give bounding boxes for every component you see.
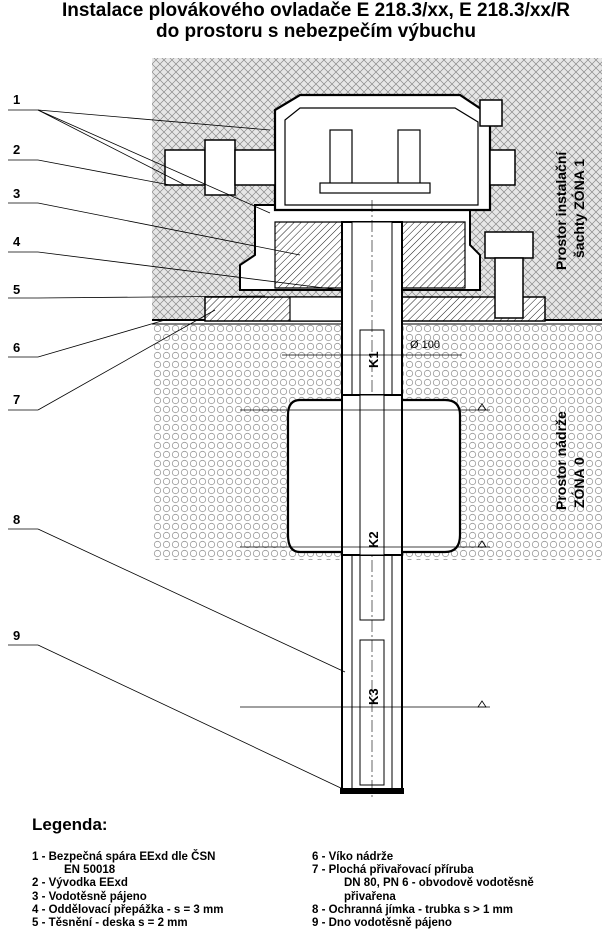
legend-left-column: 1 - Bezpečná spára EExd dle ČSN EN 50018… (32, 851, 292, 930)
legend-item-6: 6 - Víko nádrže (312, 851, 394, 863)
title-line-1: Instalace plovákového ovladače E 218.3/x… (61, 0, 570, 21)
svg-text:Ø 100: Ø 100 (410, 339, 440, 351)
callout-4: 4 (13, 234, 21, 249)
installation-drawing: Ø 100 K1 K2 K3 Prostor instalační šachty… (8, 58, 602, 800)
legend-item-5: 5 - Těsnění - deska s = 2 mm (32, 917, 188, 930)
legend-item-1: 1 - Bezpečná spára EExd dle ČSN (32, 851, 216, 863)
legend-right-column: 6 - Víko nádrže 7 - Plochá přivařovací p… (312, 851, 602, 930)
level-markers (240, 403, 490, 708)
zone-shaft-label: Prostor instalační šachty ZÓNA 1 (553, 151, 587, 270)
svg-text:ZÓNA 0: ZÓNA 0 (570, 457, 587, 508)
callout-7: 7 (13, 392, 20, 407)
legend-item-4: 4 - Oddělovací přepážka - s = 3 mm (32, 903, 224, 916)
legend-heading: Legenda: (32, 815, 108, 834)
title-line-2: do prostoru s nebezpečím výbuchu (156, 21, 476, 42)
contact-k1: K1 (366, 351, 381, 368)
contact-k3: K3 (366, 688, 381, 705)
svg-text:Prostor instalační: Prostor instalační (553, 151, 569, 270)
legend-item-8: 8 - Ochranná jímka - trubka s > 1 mm (312, 903, 514, 916)
callout-6: 6 (13, 340, 20, 355)
cable-gland (164, 139, 516, 196)
legend-item-9: 9 - Dno vodotěsně pájeno (312, 917, 452, 930)
svg-text:šachty ZÓNA 1: šachty ZÓNA 1 (570, 159, 587, 258)
callouts: 1 2 3 4 5 6 7 8 9 (8, 92, 346, 791)
contact-k2: K2 (366, 531, 381, 548)
zone-tank-label: Prostor nádrže ZÓNA 0 (553, 411, 587, 510)
legend-item-2: 2 - Vývodka EExd (32, 877, 128, 890)
legend-item-7-cont1: DN 80, PN 6 - obvodově vodotěsně (344, 877, 534, 890)
callout-2: 2 (13, 142, 20, 157)
svg-text:Prostor nádrže: Prostor nádrže (553, 411, 569, 510)
legend-item-1-cont: EN 50018 (64, 864, 116, 877)
legend-item-3: 3 - Vodotěsně pájeno (32, 890, 147, 903)
legend-item-7-cont2: přivařena (344, 890, 396, 903)
legend-item-7: 7 - Plochá přivařovací příruba (312, 864, 474, 877)
bolt (484, 231, 534, 319)
callout-8: 8 (13, 512, 20, 527)
callout-9: 9 (13, 628, 20, 643)
callout-5: 5 (13, 282, 20, 297)
callout-3: 3 (13, 186, 20, 201)
callout-1: 1 (13, 92, 20, 107)
diameter-dimension: Ø 100 (282, 339, 462, 356)
